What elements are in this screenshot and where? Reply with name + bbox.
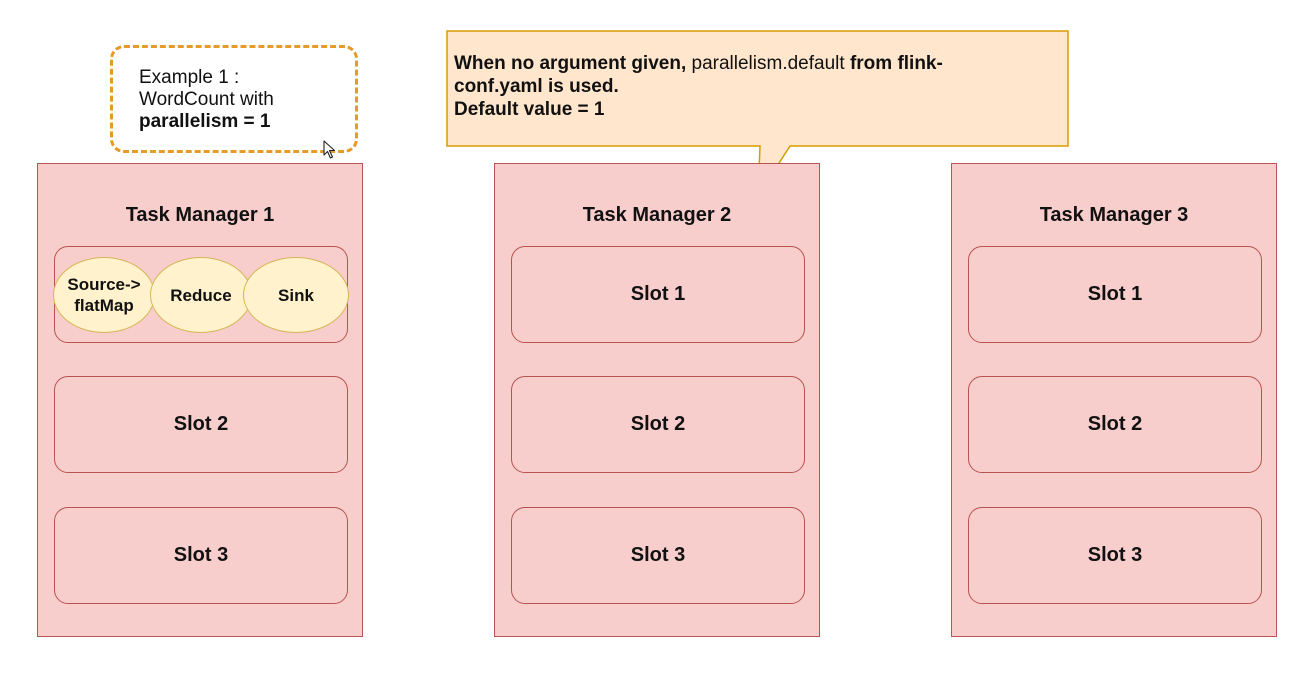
- task-manager-1: Task Manager 1 Source-> flatMap Reduce S…: [37, 163, 363, 637]
- slot-1: Slot 1: [511, 246, 805, 343]
- task-manager-title: Task Manager 1: [125, 204, 275, 226]
- slot-1-with-operators: Source-> flatMap Reduce Sink: [53, 246, 349, 343]
- slot-2: Slot 2: [511, 376, 805, 473]
- operator-sink: Sink: [243, 257, 349, 333]
- task-manager-2: Task Manager 2 Slot 1 Slot 2 Slot 3: [494, 163, 820, 637]
- example-line-1: Example 1 :: [139, 67, 240, 88]
- slot-label: Slot 2: [1087, 413, 1143, 435]
- mouse-pointer-icon: [323, 140, 336, 159]
- operator-reduce: Reduce: [150, 257, 252, 333]
- operator-sink-label: Sink: [278, 285, 314, 305]
- slot-1: Slot 1: [968, 246, 1262, 343]
- slot-label: Slot 1: [1087, 283, 1143, 305]
- task-manager-title: Task Manager 3: [1039, 204, 1189, 226]
- example-line-3: parallelism = 1: [139, 111, 271, 132]
- slot-label: Slot 1: [630, 283, 686, 305]
- slot-label: Slot 2: [630, 413, 686, 435]
- callout-line-2: conf.yaml is used.: [454, 76, 619, 97]
- slot-3: Slot 3: [968, 507, 1262, 604]
- slot-label: Slot 3: [1087, 544, 1143, 566]
- callout-bold-part: When no argument given,: [454, 53, 687, 74]
- slot-2: Slot 2: [968, 376, 1262, 473]
- slot-2: Slot 2: [54, 376, 348, 473]
- slot-3: Slot 3: [54, 507, 348, 604]
- slot-label: Slot 3: [173, 544, 229, 566]
- callout-line-3: Default value = 1: [454, 99, 605, 120]
- callout-normal-part: parallelism.default: [686, 53, 850, 74]
- callout-line-1: When no argument given, parallelism.defa…: [454, 52, 1054, 75]
- callout-bold-tail: from flink-: [849, 53, 943, 74]
- example-note: Example 1 : WordCount with parallelism =…: [110, 45, 358, 153]
- operator-flatmap-label: flatMap: [74, 296, 134, 315]
- callout-text: When no argument given, parallelism.defa…: [454, 52, 1054, 121]
- operator-source-flatmap: Source-> flatMap: [53, 257, 155, 333]
- task-manager-title: Task Manager 2: [582, 204, 732, 226]
- operator-source-label: Source->: [67, 275, 141, 294]
- operator-reduce-label: Reduce: [170, 285, 232, 305]
- slot-3: Slot 3: [511, 507, 805, 604]
- slot-label: Slot 3: [630, 544, 686, 566]
- example-text: Example 1 : WordCount with parallelism =…: [139, 67, 274, 133]
- slot-label: Slot 2: [173, 413, 229, 435]
- example-line-2: WordCount with: [139, 89, 274, 110]
- task-manager-3: Task Manager 3 Slot 1 Slot 2 Slot 3: [951, 163, 1277, 637]
